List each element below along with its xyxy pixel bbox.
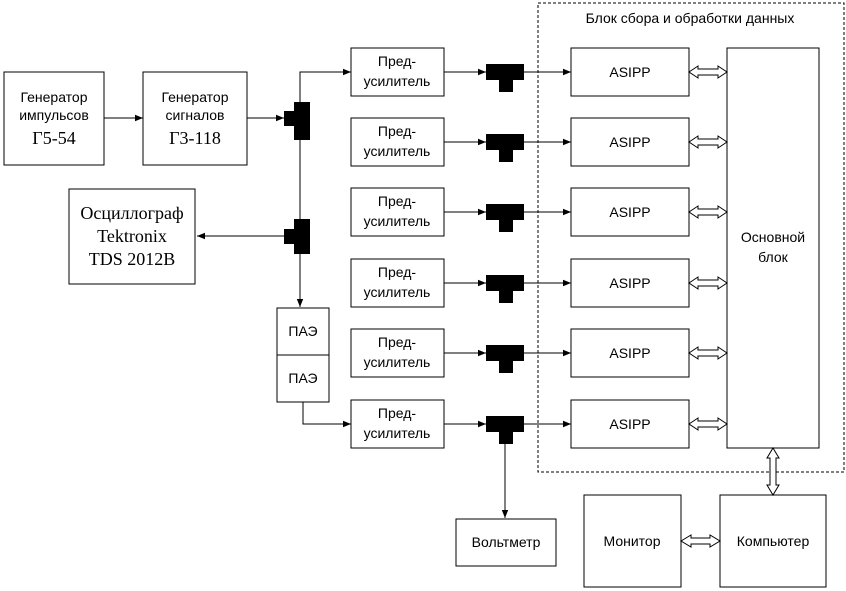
data-acquisition-block [537, 2, 845, 473]
attenuator-1 [276, 307, 330, 356]
asipp-5-label: ASIPP [609, 345, 650, 361]
asipp-6-bus-link [688, 417, 728, 431]
preamp-4-line1: Пред- [378, 264, 416, 280]
tee-connector-5 [486, 345, 524, 373]
computer: Компьютер [719, 494, 827, 588]
asipp-4-bus-link [688, 276, 728, 290]
asipp-1-label: ASIPP [609, 64, 650, 80]
preamp-4 [350, 258, 445, 308]
preamp-6-line1: Пред- [378, 405, 416, 421]
preamp-1 [350, 47, 445, 97]
attenuator-2-label: ПАЭ [288, 370, 317, 386]
preamp-5-line1: Пред- [378, 334, 416, 350]
main-block: Основной блок [726, 47, 820, 449]
asipp-6-label: ASIPP [609, 416, 650, 432]
channel-group: Пред-усилительASIPPПред-усилительASIPPПр… [350, 47, 690, 449]
oscilloscope-line1: Осциллограф [80, 203, 183, 223]
signal-generator: Генератор сигналов Г3-118 [142, 71, 248, 166]
asipp-3-label: ASIPP [609, 204, 650, 220]
splitter-to-preamp-arrow [299, 68, 351, 112]
asipp-6 [570, 399, 690, 449]
monitor-label: Монитор [604, 533, 661, 549]
oscilloscope: Осциллограф Tektronix TDS 2012B [68, 188, 196, 285]
asipp-1-bus-link [688, 65, 728, 79]
asipp-4 [570, 258, 690, 308]
signal-generator-line1: Генератор [161, 89, 228, 105]
monitor: Монитор [583, 494, 682, 588]
monitor-computer-link [680, 534, 721, 548]
preamp-5 [350, 328, 445, 378]
preamp-6 [350, 399, 445, 449]
signal-generator-line2: сигналов [166, 107, 225, 123]
oscilloscope-line3: TDS 2012B [89, 249, 176, 269]
attenuator-1-label: ПАЭ [288, 323, 317, 339]
attenuator-stack: ПАЭ ПАЭ [276, 307, 330, 403]
preamp-6-line2: усилитель [364, 425, 431, 441]
asipp-2-label: ASIPP [609, 134, 650, 150]
preamp-2 [350, 117, 445, 167]
signal-generator-model: Г3-118 [169, 128, 221, 148]
preamp-4-line2: усилитель [364, 284, 431, 300]
asipp-5-bus-link [688, 346, 728, 360]
pulse-generator: Генератор импульсов Г5-54 [3, 71, 105, 166]
preamp-1-line1: Пред- [378, 53, 416, 69]
tee-connector-6 [486, 416, 524, 444]
splitter-tee-2 [284, 219, 310, 254]
main-block-line1: Основной [741, 229, 805, 245]
tee-connector-3 [486, 204, 524, 232]
tee-connector-1 [486, 64, 524, 92]
asipp-5 [570, 328, 690, 378]
tee-connector-2 [486, 134, 524, 162]
bus-links [688, 65, 728, 431]
splitter-tee-1 [284, 102, 310, 140]
voltmeter-label: Вольтметр [472, 534, 541, 550]
preamp-1-line2: усилитель [364, 73, 431, 89]
asipp-4-label: ASIPP [609, 275, 650, 291]
data-acquisition-block-title: Блок сбора и обработки данных [586, 10, 795, 26]
pulse-generator-line2: импульсов [19, 107, 89, 123]
main-block-computer-link [766, 447, 780, 496]
preamp-3 [350, 187, 445, 237]
preamp-2-line1: Пред- [378, 123, 416, 139]
asipp-3-bus-link [688, 205, 728, 219]
pulse-generator-model: Г5-54 [32, 128, 75, 148]
splitter-tees [284, 102, 310, 254]
pulse-generator-line1: Генератор [20, 89, 87, 105]
oscilloscope-line2: Tektronix [97, 226, 167, 246]
preamp-3-line2: усилитель [364, 213, 431, 229]
asipp-2-bus-link [688, 135, 728, 149]
computer-label: Компьютер [737, 533, 810, 549]
preamp-2-line2: усилитель [364, 143, 431, 159]
signal-lines [104, 68, 509, 518]
attenuator-to-preamp-arrow [302, 402, 351, 428]
preamp-3-line1: Пред- [378, 193, 416, 209]
tee-connector-4 [486, 275, 524, 303]
asipp-2 [570, 117, 690, 167]
voltmeter: Вольтметр [455, 518, 557, 567]
asipp-3 [570, 187, 690, 237]
main-block-line2: блок [758, 249, 789, 265]
preamp-5-line2: усилитель [364, 354, 431, 370]
